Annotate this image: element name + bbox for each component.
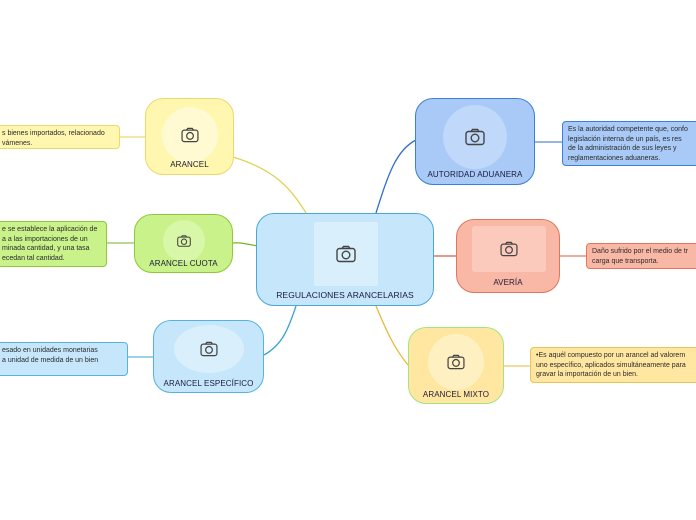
note-arancel-mixto-line: uno específico, aplicados simultáneament…: [536, 361, 686, 369]
note-arancel-especifico-line: a unidad de medida de un bien: [2, 356, 99, 364]
image-placeholder: [428, 334, 484, 390]
camera-icon: [336, 245, 356, 263]
node-arancel-mixto[interactable]: ARANCEL MIXTO: [408, 327, 504, 404]
node-arancel-label: ARANCEL: [170, 160, 209, 169]
link-arancel: [232, 156, 307, 214]
note-arancel-cuota: e se establece la aplicación de a a las …: [0, 221, 107, 267]
note-averia-line: Daño sufrido por el medio de tr: [592, 248, 689, 255]
note-averia-line: carga que transporta.: [592, 257, 659, 265]
camera-icon: [465, 128, 485, 146]
note-arancel-especifico-line: esado en unidades monetarias: [2, 347, 98, 354]
note-arancel-mixto-line: •Es aquél compuesto por un arancel ad va…: [536, 352, 686, 359]
note-arancel-line: s bienes importados, relacionado: [2, 130, 105, 137]
note-arancel-mixto-line: gravar la importación de un bien.: [536, 371, 638, 378]
note-arancel-cuota-line: ecedan tal cantidad.: [2, 254, 65, 262]
image-placeholder: [162, 220, 205, 262]
node-averia-label: AVERÍA: [493, 278, 523, 287]
node-arancel-cuota-label: ARANCEL CUOTA: [149, 259, 218, 268]
note-autoridad-aduanera-line: Es la autoridad competente que, confo: [568, 126, 688, 133]
image-placeholder: [472, 226, 546, 272]
node-arancel-cuota[interactable]: ARANCEL CUOTA: [134, 214, 233, 273]
camera-icon: [176, 235, 191, 247]
image-placeholder: [314, 222, 378, 286]
note-averia: Daño sufrido por el medio de tr carga qu…: [586, 243, 696, 269]
camera-icon: [447, 354, 465, 370]
note-autoridad-aduanera-line: de la administración de sus leyes y: [568, 145, 677, 152]
node-autoridad-aduanera[interactable]: AUTORIDAD ADUANERA: [415, 98, 535, 185]
note-arancel-line: vámenes.: [2, 139, 33, 147]
note-arancel: s bienes importados, relacionado vámenes…: [0, 125, 120, 149]
node-arancel-especifico-label: ARANCEL ESPECÍFICO: [163, 379, 254, 388]
image-placeholder: [173, 325, 244, 373]
note-arancel-especifico: esado en unidades monetarias a unidad de…: [0, 342, 128, 376]
note-arancel-cuota-line: e se establece la aplicación de: [2, 226, 98, 233]
node-autoridad-aduanera-label: AUTORIDAD ADUANERA: [427, 170, 523, 179]
link-autoridad-aduanera: [375, 139, 417, 214]
camera-icon: [180, 127, 199, 143]
node-averia[interactable]: AVERÍA: [456, 219, 560, 293]
note-autoridad-aduanera-line: reglamentaciones aduaneras.: [568, 154, 661, 162]
link-arancel-cuota: [232, 242, 259, 247]
node-arancel[interactable]: ARANCEL: [145, 98, 234, 175]
central-topic[interactable]: REGULACIONES ARANCELARIAS: [256, 213, 434, 306]
note-arancel-cuota-line: a a las importaciones de un: [2, 235, 88, 243]
link-arancel-especifico: [263, 305, 297, 356]
camera-icon: [500, 241, 518, 257]
node-arancel-especifico[interactable]: ARANCEL ESPECÍFICO: [153, 320, 264, 393]
note-arancel-cuota-line: minada cantidad, y una tasa: [2, 245, 90, 252]
image-placeholder: [443, 105, 507, 169]
link-arancel-mixto: [375, 305, 409, 366]
camera-icon: [199, 341, 218, 357]
image-placeholder: [161, 107, 218, 163]
node-arancel-mixto-label: ARANCEL MIXTO: [422, 390, 490, 399]
note-autoridad-aduanera-line: legislación interna de un país, es res: [568, 135, 682, 143]
note-arancel-mixto: •Es aquél compuesto por un arancel ad va…: [530, 347, 696, 383]
note-autoridad-aduanera: Es la autoridad competente que, confo le…: [562, 121, 696, 166]
central-topic-label: REGULACIONES ARANCELARIAS: [276, 290, 414, 300]
